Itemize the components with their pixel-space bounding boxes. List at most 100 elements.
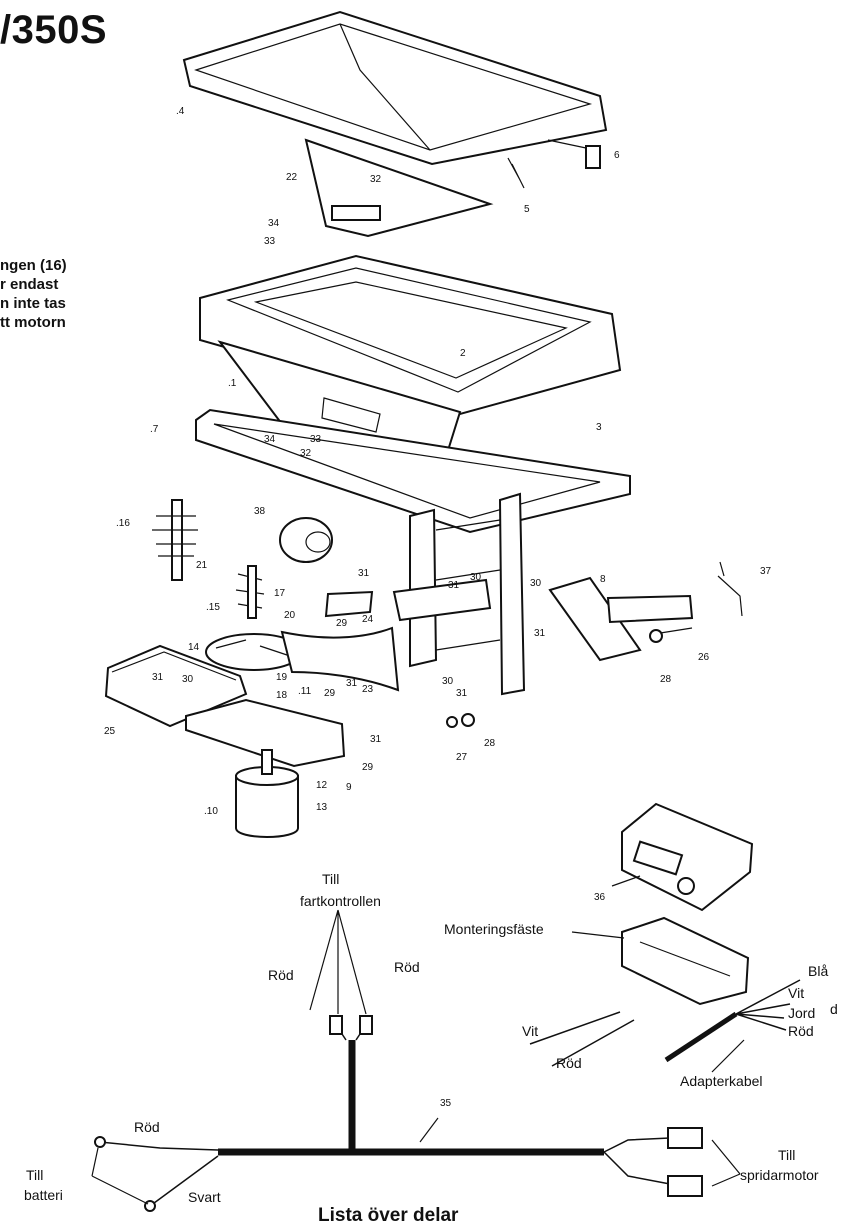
parts-list-heading: Lista över delar (318, 1205, 459, 1226)
label-till-spridar: Till (778, 1147, 795, 1163)
part-number: 8 (600, 574, 606, 585)
side-bracket (324, 590, 374, 618)
part-number: 29 (362, 762, 374, 773)
part-number: 31 (370, 734, 382, 745)
part-number: 30 (442, 676, 454, 687)
label-bla: Blå (808, 963, 828, 979)
note-line: ngen (16) (0, 257, 67, 274)
wiring-harness (94, 1015, 703, 1212)
part-number: .7 (150, 424, 159, 435)
spinner-motor (235, 749, 299, 838)
label-jord: Jord (788, 1005, 815, 1021)
part-number: 29 (336, 618, 348, 629)
part-number: 31 (448, 580, 460, 591)
part-number: 30 (470, 572, 482, 583)
part-number: 6 (614, 150, 620, 161)
part-number: 31 (358, 568, 370, 579)
spinner-spring (235, 565, 265, 619)
label-till-fart: Till (322, 871, 339, 887)
label-rod-left: Röd (268, 967, 294, 983)
part-number: 9 (346, 782, 352, 793)
frame-legs (392, 492, 526, 696)
label-adapterkabel: Adapterkabel (680, 1073, 763, 1089)
part-number: 5 (524, 204, 530, 215)
part-number: 34 (268, 218, 280, 229)
agitator (152, 499, 198, 581)
leader-lines (91, 875, 745, 1205)
adapter-cable (529, 979, 801, 1067)
mounting-bracket-box (621, 916, 750, 1006)
part-number: 35 (440, 1098, 452, 1109)
wiring-labels: Till fartkontrollen Röd Röd Monteringsfä… (24, 871, 838, 1205)
part-number: 13 (316, 802, 328, 813)
part-number: .16 (116, 518, 130, 529)
speed-control-box (621, 802, 754, 912)
label-monteringsfaste: Monteringsfäste (444, 921, 544, 937)
part-number: 32 (300, 448, 312, 459)
part-number: 24 (362, 614, 374, 625)
mount-bracket (548, 576, 694, 662)
part-number: 21 (196, 560, 208, 571)
hopper-lid (182, 10, 608, 166)
part-number: 28 (484, 738, 496, 749)
label-vit-right: Vit (788, 985, 804, 1001)
part-number: 33 (264, 236, 276, 247)
part-number: 31 (534, 628, 546, 639)
part-number: 18 (276, 690, 288, 701)
label-rod-right2: Röd (788, 1023, 814, 1039)
label-spridarmotor: spridarmotor (740, 1167, 819, 1183)
page-title: /350S (0, 8, 108, 52)
part-number: .10 (204, 806, 218, 817)
deflector (104, 644, 248, 728)
cover-plate (304, 138, 494, 238)
part-number: 32 (370, 174, 382, 185)
motor-note: ngen (16) r endast n inte tas tt motorn (0, 256, 67, 332)
part-number: .1 (228, 378, 237, 389)
part-number: 31 (456, 688, 468, 699)
part-number: 33 (310, 434, 322, 445)
part-number: .15 (206, 602, 220, 613)
part-number: 30 (530, 578, 542, 589)
part-number: 25 (104, 726, 116, 737)
part-number: .11 (298, 686, 312, 697)
part-number: 2 (460, 348, 466, 359)
curved-guard (280, 626, 400, 692)
part-number: 37 (760, 566, 772, 577)
label-batteri: batteri (24, 1187, 63, 1203)
part-number: 17 (274, 588, 286, 599)
part-numbers: .4 6 5 22 32 34 33 2 .1 3 .7 34 33 32 .1… (104, 106, 772, 1109)
label-vit-left: Vit (522, 1023, 538, 1039)
part-number: 12 (316, 780, 328, 791)
part-number: 31 (346, 678, 358, 689)
label-svart: Svart (188, 1189, 221, 1205)
note-line: r endast (0, 276, 59, 293)
label-fartkontrollen: fartkontrollen (300, 893, 381, 909)
label-d: d (830, 1001, 838, 1017)
part-number: 19 (276, 672, 288, 683)
spinner-disc (205, 633, 303, 671)
label-till-batteri: Till (26, 1167, 43, 1183)
part-number: 36 (594, 892, 606, 903)
part-number: 28 (660, 674, 672, 685)
note-line: n inte tas (0, 295, 66, 312)
part-number: 3 (596, 422, 602, 433)
label-rod-mid: Röd (556, 1055, 582, 1071)
part-number: .4 (176, 106, 185, 117)
label-rod-battery: Röd (134, 1119, 160, 1135)
part-number: 26 (698, 652, 710, 663)
part-number: 31 (152, 672, 164, 683)
motor-plate (185, 698, 346, 768)
part-number: 34 (264, 434, 276, 445)
note-line: tt motorn (0, 314, 66, 331)
label-rod-right: Röd (394, 959, 420, 975)
part-number: 38 (254, 506, 266, 517)
part-number: 22 (286, 172, 298, 183)
part-number: 14 (188, 642, 200, 653)
frame (195, 408, 631, 534)
part-number: 27 (456, 752, 468, 763)
part-number: 20 (284, 610, 296, 621)
part-number: 30 (182, 674, 194, 685)
hardware (446, 561, 743, 728)
part-number: 29 (324, 688, 336, 699)
